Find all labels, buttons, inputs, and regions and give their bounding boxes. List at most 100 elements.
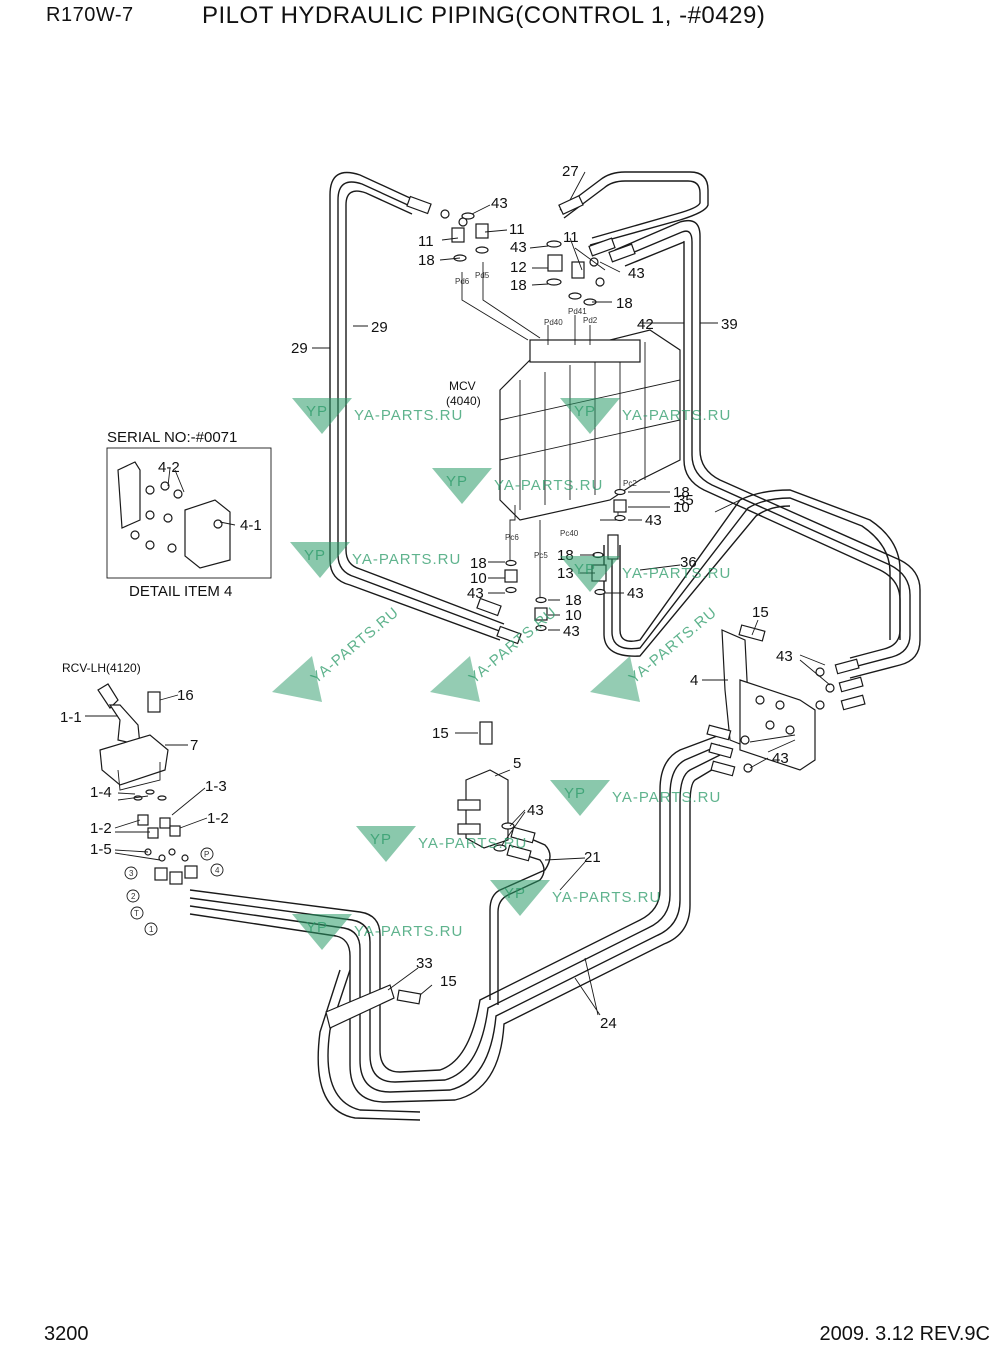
label-10: 10 bbox=[470, 570, 487, 587]
watermark-text: YA-PARTS.RU bbox=[418, 835, 527, 852]
watermark-text: YA-PARTS.RU bbox=[352, 551, 461, 568]
port-4: 4 bbox=[215, 866, 220, 875]
rcv-port-markers: P 4 3 2 T 1 bbox=[124, 847, 224, 936]
mcv-number: (4040) bbox=[446, 394, 481, 408]
watermark-text: YA-PARTS.RU bbox=[466, 604, 561, 687]
label-1-1: 1-1 bbox=[60, 709, 82, 726]
label-27: 27 bbox=[562, 163, 579, 180]
label-43: 43 bbox=[645, 512, 662, 529]
label-29: 29 bbox=[291, 340, 308, 357]
label-43: 43 bbox=[772, 750, 789, 767]
port-pc40: Pc40 bbox=[560, 529, 579, 538]
watermark-text: YA-PARTS.RU bbox=[612, 789, 721, 806]
item-5-bracket bbox=[457, 721, 536, 862]
label-18: 18 bbox=[418, 252, 435, 269]
label-1-2: 1-2 bbox=[207, 810, 229, 827]
watermarks: YP YA-PARTS.RU YP YA-PARTS.RU YP YA-PART… bbox=[272, 398, 731, 950]
watermark-text: YA-PARTS.RU bbox=[622, 407, 731, 424]
label-18: 18 bbox=[470, 555, 487, 572]
port-pd2: Pd2 bbox=[583, 316, 598, 325]
revision-date: 2009. 3.12 REV.9C bbox=[819, 1323, 991, 1345]
label-1-5: 1-5 bbox=[90, 841, 112, 858]
port-pd40: Pd40 bbox=[544, 318, 563, 327]
label-4-1: 4-1 bbox=[240, 517, 262, 534]
label-1-4: 1-4 bbox=[90, 784, 112, 801]
label-18: 18 bbox=[673, 484, 690, 501]
label-18: 18 bbox=[510, 277, 527, 294]
port-1: 1 bbox=[149, 925, 154, 934]
rcv-joystick bbox=[97, 683, 198, 885]
label-11: 11 bbox=[509, 221, 525, 238]
label-11: 11 bbox=[563, 229, 579, 246]
serial-label: SERIAL NO:-#0071 bbox=[107, 429, 237, 446]
label-43: 43 bbox=[491, 195, 508, 212]
watermark-logo: YP bbox=[504, 885, 526, 902]
component-labels: MCV (4040) RCV-LH(4120) SERIAL NO:-#0071… bbox=[62, 379, 481, 675]
part-labels: 27 43 11 11 11 43 18 12 18 43 18 29 29 4… bbox=[60, 163, 793, 1032]
page-number: 3200 bbox=[44, 1323, 89, 1345]
watermark-text: YA-PARTS.RU bbox=[354, 923, 463, 940]
label-18: 18 bbox=[565, 592, 582, 609]
label-4: 4 bbox=[690, 672, 698, 689]
watermark-text: YA-PARTS.RU bbox=[494, 477, 603, 494]
port-pc2: Pc2 bbox=[623, 479, 637, 488]
detail-item-4-box bbox=[106, 447, 272, 579]
label-10: 10 bbox=[565, 607, 582, 624]
label-15: 15 bbox=[432, 725, 449, 742]
label-29: 29 bbox=[371, 319, 388, 336]
label-18: 18 bbox=[616, 295, 633, 312]
watermark-text: YA-PARTS.RU bbox=[354, 407, 463, 424]
label-43: 43 bbox=[563, 623, 580, 640]
label-43: 43 bbox=[627, 585, 644, 602]
label-33: 33 bbox=[416, 955, 433, 972]
label-43: 43 bbox=[467, 585, 484, 602]
label-36: 36 bbox=[680, 554, 697, 571]
hose-29 bbox=[329, 171, 505, 641]
watermark-logo: YP bbox=[304, 547, 326, 564]
label-11: 11 bbox=[418, 233, 434, 250]
label-7: 7 bbox=[190, 737, 198, 754]
label-43: 43 bbox=[776, 648, 793, 665]
port-t: T bbox=[134, 909, 139, 918]
hose-24 bbox=[349, 734, 721, 1103]
label-43: 43 bbox=[527, 802, 544, 819]
hose-27 bbox=[559, 171, 709, 246]
hose-42-39 bbox=[614, 219, 921, 679]
watermark-logo: YP bbox=[370, 831, 392, 848]
clamp-33 bbox=[325, 984, 422, 1029]
watermark-logo: YP bbox=[564, 785, 586, 802]
leader-lines bbox=[85, 171, 831, 1016]
label-5: 5 bbox=[513, 755, 521, 772]
label-15: 15 bbox=[752, 604, 769, 621]
port-3: 3 bbox=[129, 869, 134, 878]
rcv-label: RCV-LH(4120) bbox=[62, 661, 141, 675]
watermark-logo: YP bbox=[574, 403, 596, 420]
label-10: 10 bbox=[673, 499, 690, 516]
label-21: 21 bbox=[584, 849, 601, 866]
mcv-label: MCV bbox=[449, 379, 476, 393]
model-number: R170W-7 bbox=[46, 4, 134, 26]
label-42: 42 bbox=[637, 316, 654, 333]
hose-rcv-bundle bbox=[189, 889, 421, 1121]
label-16: 16 bbox=[177, 687, 194, 704]
label-13: 13 bbox=[557, 565, 574, 582]
port-pc6: Pc6 bbox=[505, 533, 519, 542]
port-pd41: Pd41 bbox=[568, 307, 587, 316]
label-1-2: 1-2 bbox=[90, 820, 112, 837]
label-4-2: 4-2 bbox=[158, 459, 180, 476]
page-title: PILOT HYDRAULIC PIPING(CONTROL 1, -#0429… bbox=[202, 2, 766, 29]
watermark-text: YA-PARTS.RU bbox=[622, 565, 731, 582]
item-4-assembly bbox=[706, 624, 866, 777]
port-labels: Pd6 Pd5 Pd40 Pd41 Pd2 Pc2 Pc6 Pc5 Pc40 bbox=[455, 271, 637, 560]
label-43: 43 bbox=[628, 265, 645, 282]
port-pc5: Pc5 bbox=[534, 551, 548, 560]
watermark-text: YA-PARTS.RU bbox=[552, 889, 661, 906]
label-35: 35 bbox=[677, 492, 694, 509]
port-pd6: Pd6 bbox=[455, 277, 470, 286]
watermark-logo: YP bbox=[306, 919, 328, 936]
watermark-logo: YP bbox=[574, 561, 596, 578]
label-1-3: 1-3 bbox=[205, 778, 227, 795]
hose-35-36 bbox=[603, 489, 901, 657]
label-15: 15 bbox=[440, 973, 457, 990]
